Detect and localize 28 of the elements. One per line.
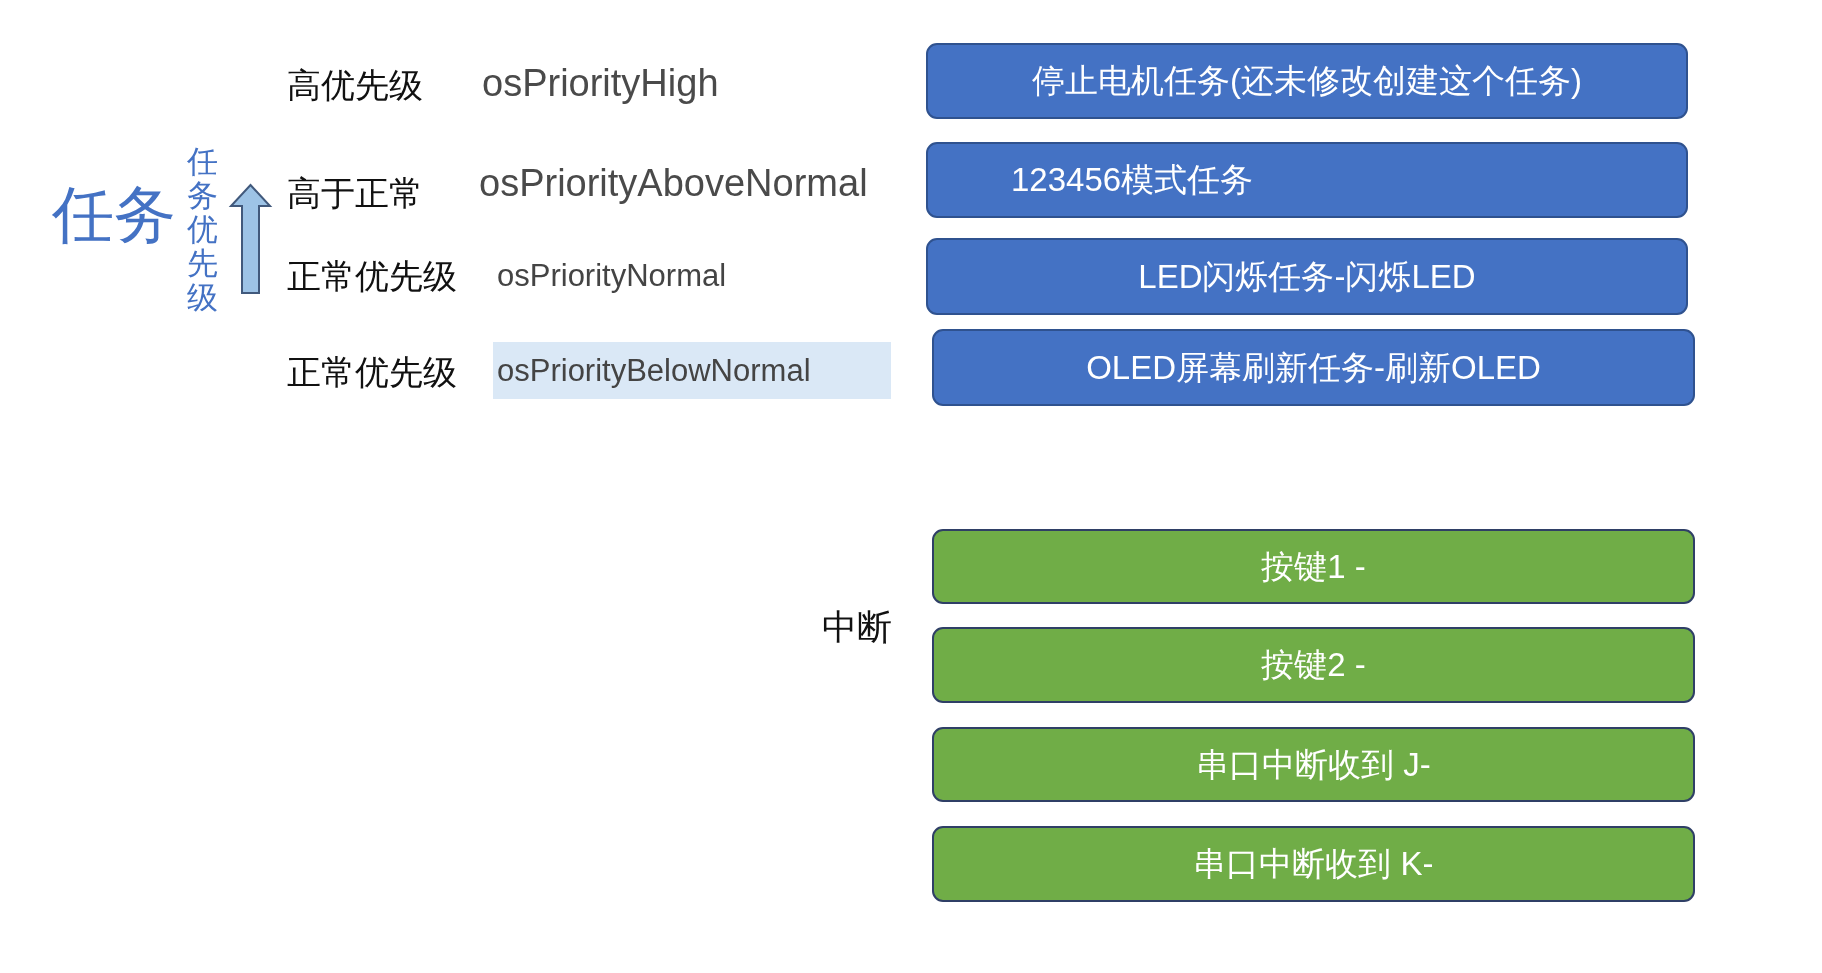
priority-constant: osPriorityAboveNormal [479, 161, 868, 206]
interrupt-box [932, 826, 1695, 902]
interrupt-label: 串口中断收到 J- [1196, 744, 1431, 785]
interrupt-label: 按键1 - [1261, 546, 1366, 587]
section-heading: 任务 [52, 179, 176, 251]
section-heading: 中断 [822, 606, 892, 648]
task-box [926, 238, 1688, 315]
priority-level-label: 正常优先级 [287, 352, 457, 393]
interrupt-label: 串口中断收到 K- [1193, 844, 1434, 884]
task-label: OLED屏幕刷新任务-刷新OLED [1086, 347, 1541, 388]
priority-constant: osPriorityBelowNormal [497, 351, 811, 390]
task-label: 停止电机任务(还未修改创建这个任务) [1032, 61, 1582, 101]
priority-constant: osPriorityHigh [482, 61, 719, 106]
highlighted-cell [493, 342, 891, 399]
task-label: 123456模式任务 [1011, 160, 1254, 200]
axis-label: 任务优先级 [187, 145, 218, 316]
priority-level-label: 高优先级 [287, 65, 423, 106]
interrupt-label: 按键2 - [1261, 645, 1366, 685]
interrupt-box [932, 627, 1695, 703]
task-box [926, 142, 1688, 218]
interrupt-box [932, 727, 1695, 802]
priority-constant: osPriorityNormal [497, 257, 727, 295]
task-box [932, 329, 1695, 406]
priority-level-label: 高于正常 [287, 173, 423, 214]
interrupt-box [932, 529, 1695, 604]
task-label: LED闪烁任务-闪烁LED [1138, 256, 1476, 297]
priority-level-label: 正常优先级 [287, 256, 457, 297]
task-box [926, 43, 1688, 119]
